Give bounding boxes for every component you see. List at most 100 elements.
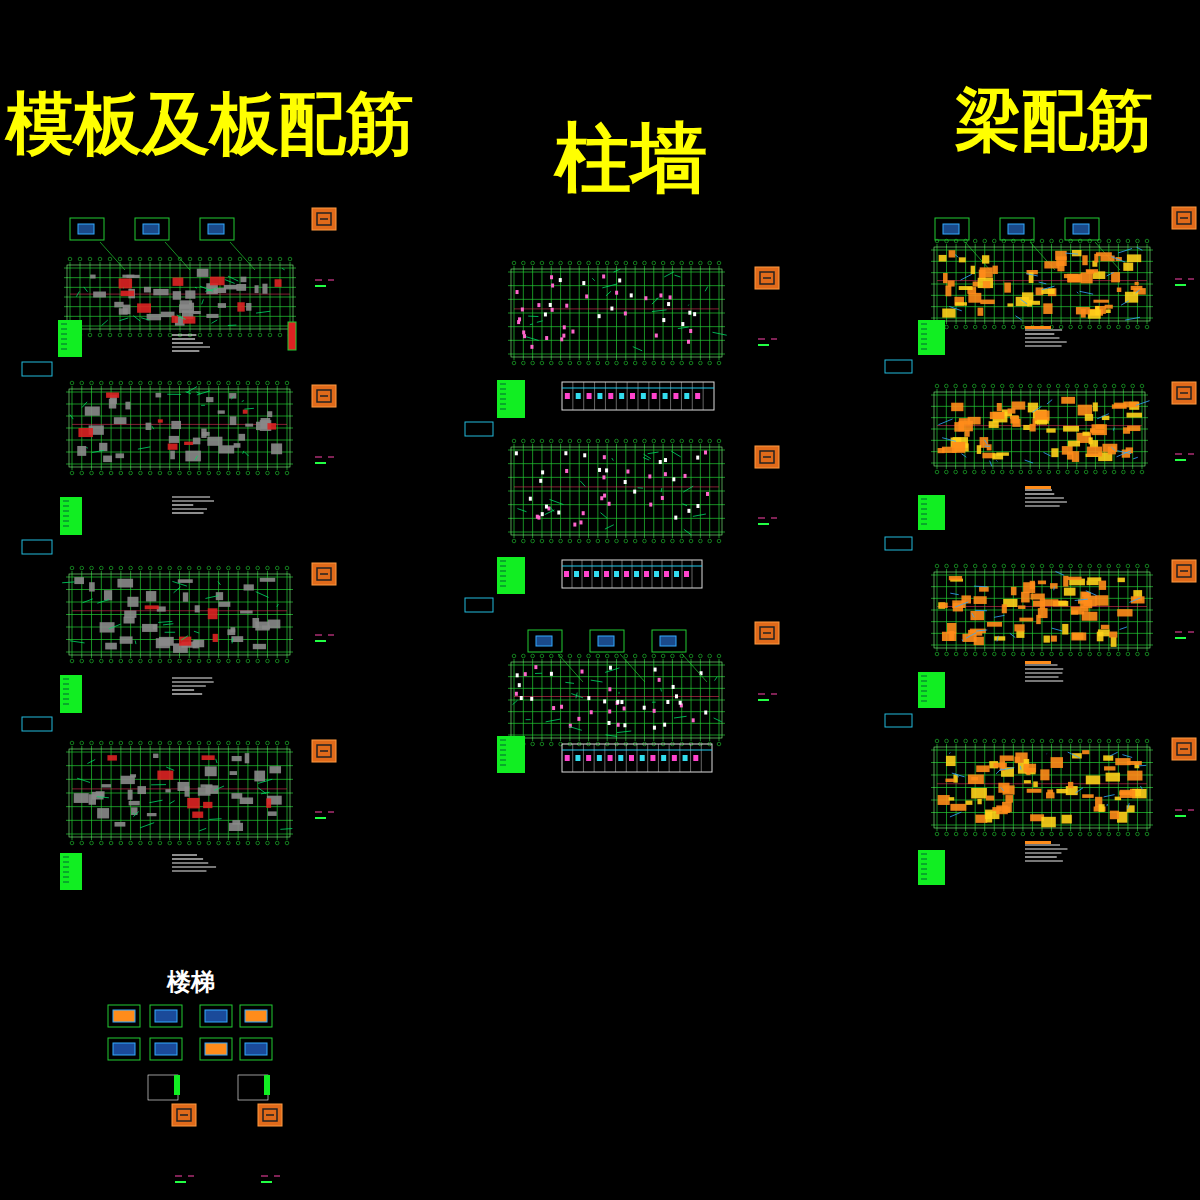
wall-line [1113, 428, 1115, 431]
wall-line [1000, 768, 1014, 771]
grid-axis [64, 287, 296, 288]
axis-bubble [1019, 470, 1023, 474]
axis-bubble [217, 741, 221, 745]
sheet-tag [885, 714, 912, 727]
member-fill [146, 423, 152, 430]
axis-bubble [945, 239, 949, 243]
wall-line [1133, 457, 1138, 459]
table-rule [572, 560, 573, 588]
axis-bubble [1002, 239, 1006, 243]
detail-core [143, 224, 159, 234]
wall-line [214, 786, 224, 790]
wall-line [228, 325, 237, 326]
axis-bubble [568, 439, 572, 443]
axis-bubble [935, 564, 939, 568]
axis-bubble [207, 659, 211, 663]
axis-bubble [70, 841, 74, 845]
wall-line [644, 454, 651, 459]
member-fill [980, 300, 994, 305]
axis-bubble [256, 471, 260, 475]
column-mark [624, 311, 627, 315]
wall-line [678, 327, 689, 329]
legend-dash [1175, 459, 1186, 461]
notes-line [63, 857, 69, 858]
wall-line [985, 446, 990, 447]
table-rule [627, 382, 628, 410]
axis-bubble [624, 539, 628, 543]
stamp-mark [1180, 570, 1188, 572]
member-fill [200, 784, 212, 787]
axis-bubble [633, 439, 637, 443]
notes-line [921, 874, 927, 875]
note-text-line [1025, 856, 1057, 857]
axis-bubble [596, 439, 600, 443]
notes-block [60, 853, 82, 890]
grid-axis [508, 313, 725, 314]
notes-line [500, 576, 506, 577]
note-text-line [1025, 489, 1052, 490]
member-fill [1037, 420, 1047, 425]
detail-core [660, 636, 676, 646]
wall-line [1129, 598, 1140, 603]
axis-bubble [70, 741, 74, 745]
wall-line [1135, 290, 1139, 293]
wall-line [606, 291, 611, 296]
grid-axis [931, 633, 1153, 634]
axis-bubble [100, 741, 104, 745]
axis-bubble [512, 439, 516, 443]
section-icon [641, 393, 646, 399]
wall-line [77, 778, 90, 782]
member-fill [1123, 427, 1130, 433]
member-fill [240, 610, 253, 613]
axis-bubble [119, 566, 123, 570]
notes-block [918, 320, 945, 355]
axis-bubble [227, 471, 231, 475]
axis-bubble [615, 439, 619, 443]
wall-line [197, 391, 210, 395]
note-text-line [172, 504, 193, 505]
member-fill [978, 308, 984, 316]
stair-flight [113, 1010, 135, 1022]
axis-bubble [624, 361, 628, 365]
notes-line [61, 339, 67, 340]
member-fill [74, 577, 84, 584]
section-icon [565, 393, 570, 399]
member-fill [208, 608, 218, 619]
member-fill [1046, 792, 1055, 798]
axis-bubble [248, 257, 252, 261]
wall-line [684, 529, 691, 534]
note-text-line [172, 496, 210, 497]
legend-dash [1175, 637, 1186, 639]
member-fill [1086, 775, 1100, 784]
member-fill [1106, 309, 1111, 313]
member-fill [232, 756, 242, 761]
column-mark [541, 512, 544, 516]
member-fill [1035, 411, 1050, 421]
wall-line [955, 255, 958, 258]
sheet-tag [22, 540, 52, 554]
legend-dash [758, 518, 765, 519]
note-text-line [1025, 676, 1059, 677]
column-mark [529, 497, 532, 501]
axis-bubble [218, 333, 222, 337]
member-fill [949, 797, 955, 800]
member-fill [245, 424, 253, 427]
legend-dash [315, 817, 326, 819]
column-mark [534, 665, 537, 669]
notes-line [921, 691, 927, 692]
table-rule [594, 744, 595, 772]
wall-line [1121, 301, 1129, 306]
axis-bubble [983, 239, 987, 243]
member-fill [1023, 425, 1030, 430]
notes-line [500, 389, 506, 390]
column-mark [648, 474, 651, 478]
wall-line [1110, 752, 1118, 756]
detail-frame [590, 630, 624, 652]
dim-line [934, 392, 1145, 466]
grid-axis [931, 621, 1153, 622]
stamp-frame [312, 740, 336, 762]
column-mark [579, 520, 582, 524]
wall-line [167, 394, 181, 395]
axis-bubble [983, 325, 987, 329]
member-fill [109, 399, 116, 409]
